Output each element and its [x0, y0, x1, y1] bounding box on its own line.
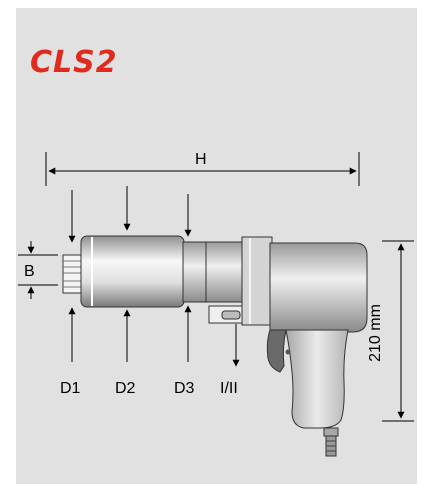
dimension-height: [382, 240, 414, 422]
label-h: H: [195, 151, 207, 168]
dimension-b: [18, 241, 58, 299]
label-d3: D3: [174, 380, 195, 397]
label-b: B: [24, 263, 35, 280]
model-title: CLS2: [30, 45, 118, 80]
top-arrows: [68, 186, 192, 243]
label-switch: I/II: [220, 380, 238, 397]
bottom-arrows: [68, 305, 240, 367]
tool-body: [62, 235, 368, 457]
label-d2: D2: [115, 380, 136, 397]
label-d1: D1: [60, 380, 81, 397]
label-height: 210 mm: [367, 304, 384, 362]
dimension-h: [45, 152, 360, 186]
